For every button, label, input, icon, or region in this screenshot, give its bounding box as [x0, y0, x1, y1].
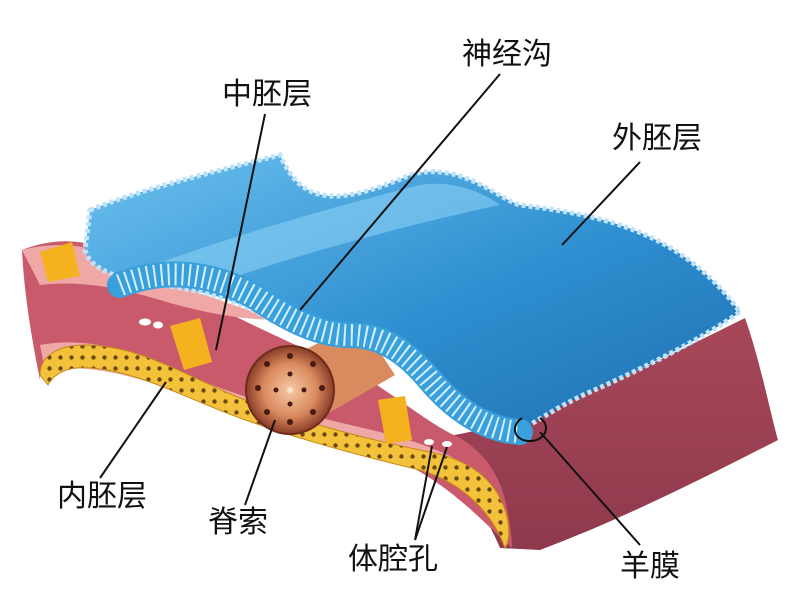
coelom-pore: [139, 318, 151, 326]
label-amnion: 羊膜: [620, 549, 680, 584]
ectoderm-highlight: [140, 183, 500, 275]
label-neural-groove: 神经沟: [462, 37, 552, 72]
leader-amnion: [539, 431, 641, 546]
leader-coelom-b: [414, 446, 448, 541]
somite-right: [378, 396, 412, 444]
leader-mesoderm: [215, 113, 266, 351]
leader-neural-groove: [299, 73, 501, 311]
notochord-cells: [255, 353, 325, 425]
leader-lines: [99, 73, 641, 546]
label-coelom: 体腔孔: [348, 542, 438, 577]
endoderm-cell-layer: [39, 344, 510, 550]
amnion-loop: [513, 417, 547, 443]
somite-far-left: [40, 242, 80, 282]
somite-left: [170, 318, 212, 370]
label-notochord: 脊索: [208, 505, 268, 540]
coelom-pore: [153, 321, 163, 329]
leader-coelom-a: [414, 445, 433, 541]
neural-groove-ridge: [107, 261, 533, 445]
leader-ectoderm: [561, 161, 641, 246]
label-endoderm: 内胚层: [57, 479, 147, 514]
leader-endoderm: [99, 381, 167, 479]
mesoderm-slab: [420, 318, 778, 550]
label-ectoderm: 外胚层: [612, 121, 702, 156]
coelom-pore: [424, 439, 434, 445]
coelom-pore: [442, 441, 452, 447]
leader-notochord: [244, 419, 276, 506]
label-mesoderm: 中胚层: [222, 77, 312, 112]
